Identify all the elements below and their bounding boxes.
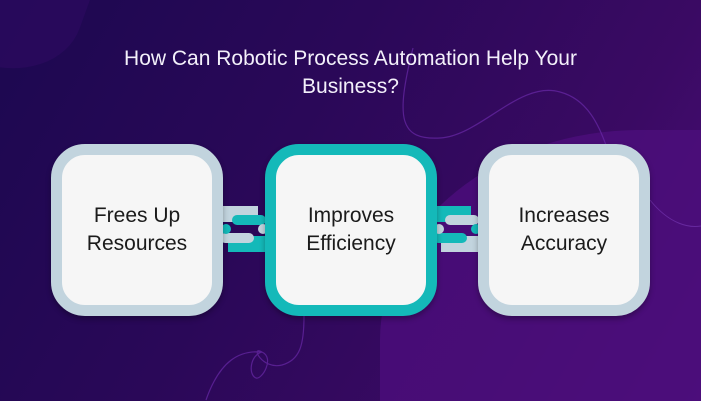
card-increases-accuracy: Increases Accuracy bbox=[478, 144, 650, 316]
connector-bar-bottom bbox=[220, 233, 254, 243]
card-label-line-2: Accuracy bbox=[520, 232, 608, 255]
connector-1-2 bbox=[218, 206, 268, 252]
card-improves-efficiency: Improves Efficiency bbox=[265, 144, 437, 316]
card-label-line-1: Increases bbox=[518, 204, 610, 227]
card-label: Increases Accuracy bbox=[518, 202, 609, 258]
card-label-line-2: Resources bbox=[86, 232, 188, 255]
connector-bar-top bbox=[445, 215, 479, 225]
card-label-line-2: Efficiency bbox=[306, 232, 396, 255]
connector-bar-top bbox=[232, 215, 266, 225]
connector-bar-bottom bbox=[433, 233, 467, 243]
title-line-1: How Can Robotic Process Automation Help … bbox=[124, 47, 577, 70]
connector-dot-left bbox=[434, 224, 444, 234]
card-frees-up-resources: Frees Up Resources bbox=[51, 144, 223, 316]
connector-2-3 bbox=[431, 206, 481, 252]
card-label-line-1: Improves bbox=[307, 204, 395, 227]
card-label: Improves Efficiency bbox=[306, 202, 396, 258]
title-line-2: Business? bbox=[302, 75, 399, 98]
connector-dot-left bbox=[221, 224, 231, 234]
connector-dot-right bbox=[471, 224, 481, 234]
connector-dot-right bbox=[258, 224, 268, 234]
card-label-line-1: Frees Up bbox=[93, 204, 181, 227]
page-title: How Can Robotic Process Automation Help … bbox=[0, 45, 701, 101]
card-label: Frees Up Resources bbox=[87, 202, 187, 258]
